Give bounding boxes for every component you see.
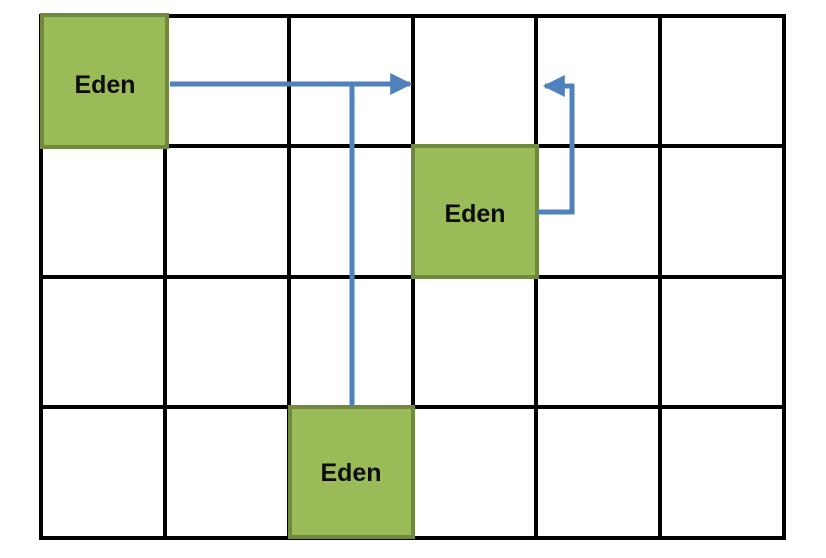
eden-cell-label: Eden (444, 200, 505, 228)
eden-cell-label: Eden (74, 71, 135, 99)
eden-cell-rect (288, 405, 415, 539)
eden-cell-bottom: Eden (288, 405, 415, 539)
eden-cell-rect (40, 13, 169, 149)
eden-cell-middle: Eden (411, 144, 539, 279)
arrow-left-from-middle-eden (537, 74, 575, 215)
eden-cell-label: Eden (320, 459, 381, 487)
eden-cell-rect (411, 144, 539, 279)
connectors (170, 72, 575, 406)
eden-cell-top-left: Eden (40, 13, 169, 149)
